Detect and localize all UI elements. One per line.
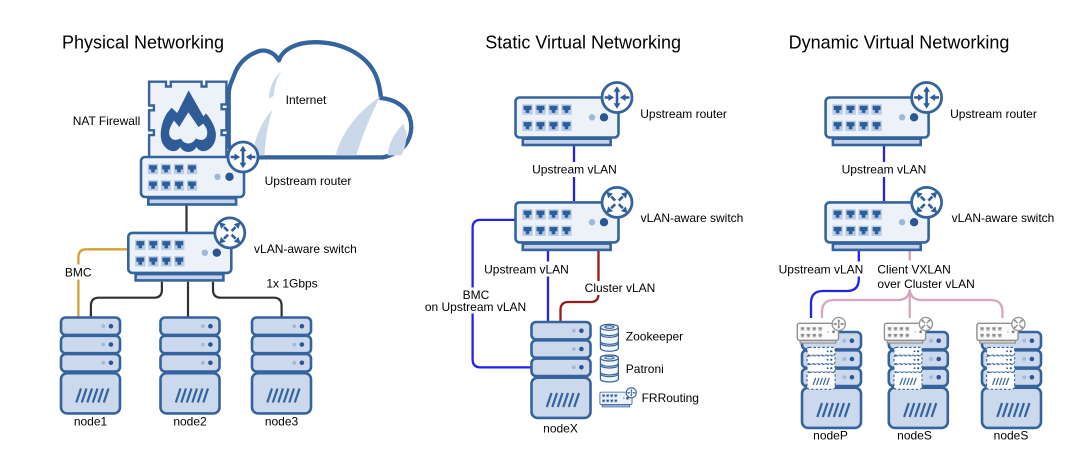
svg-text:nodeS: nodeS [897,429,932,443]
svg-text:NAT Firewall: NAT Firewall [73,114,141,128]
svg-text:node3: node3 [265,415,299,429]
svg-text:1x 1Gbps: 1x 1Gbps [266,277,317,291]
svg-text:FRRouting: FRRouting [642,391,699,405]
svg-text:Physical Networking: Physical Networking [62,33,224,53]
svg-text:Client VXLAN: Client VXLAN [877,262,950,276]
svg-text:nodeS: nodeS [994,429,1029,443]
svg-text:Dynamic Virtual Networking: Dynamic Virtual Networking [789,33,1010,53]
svg-text:vLAN-aware switch: vLAN-aware switch [254,242,357,256]
svg-text:vLAN-aware switch: vLAN-aware switch [641,211,744,225]
svg-text:node1: node1 [74,415,108,429]
svg-text:Static Virtual Networking: Static Virtual Networking [485,33,681,53]
svg-text:Upstream router: Upstream router [950,107,1037,121]
svg-text:vLAN-aware switch: vLAN-aware switch [952,211,1055,225]
svg-text:Upstream vLAN: Upstream vLAN [842,163,927,177]
svg-text:node2: node2 [173,415,207,429]
svg-text:over Cluster vLAN: over Cluster vLAN [877,277,974,291]
svg-text:on Upstream vLAN: on Upstream vLAN [425,300,526,314]
svg-text:Upstream vLAN: Upstream vLAN [779,262,864,276]
svg-text:Upstream vLAN: Upstream vLAN [532,163,617,177]
svg-text:Cluster vLAN: Cluster vLAN [585,281,656,295]
svg-text:BMC: BMC [463,288,490,302]
svg-text:nodeX: nodeX [543,422,578,436]
svg-text:Upstream router: Upstream router [265,174,352,188]
svg-text:Upstream router: Upstream router [640,107,727,121]
svg-text:nodeP: nodeP [813,429,848,443]
svg-text:Patroni: Patroni [626,362,664,376]
svg-text:Internet: Internet [286,93,327,107]
svg-text:BMC: BMC [65,266,92,280]
svg-text:Zookeeper: Zookeeper [626,330,683,344]
svg-text:Upstream vLAN: Upstream vLAN [484,262,569,276]
